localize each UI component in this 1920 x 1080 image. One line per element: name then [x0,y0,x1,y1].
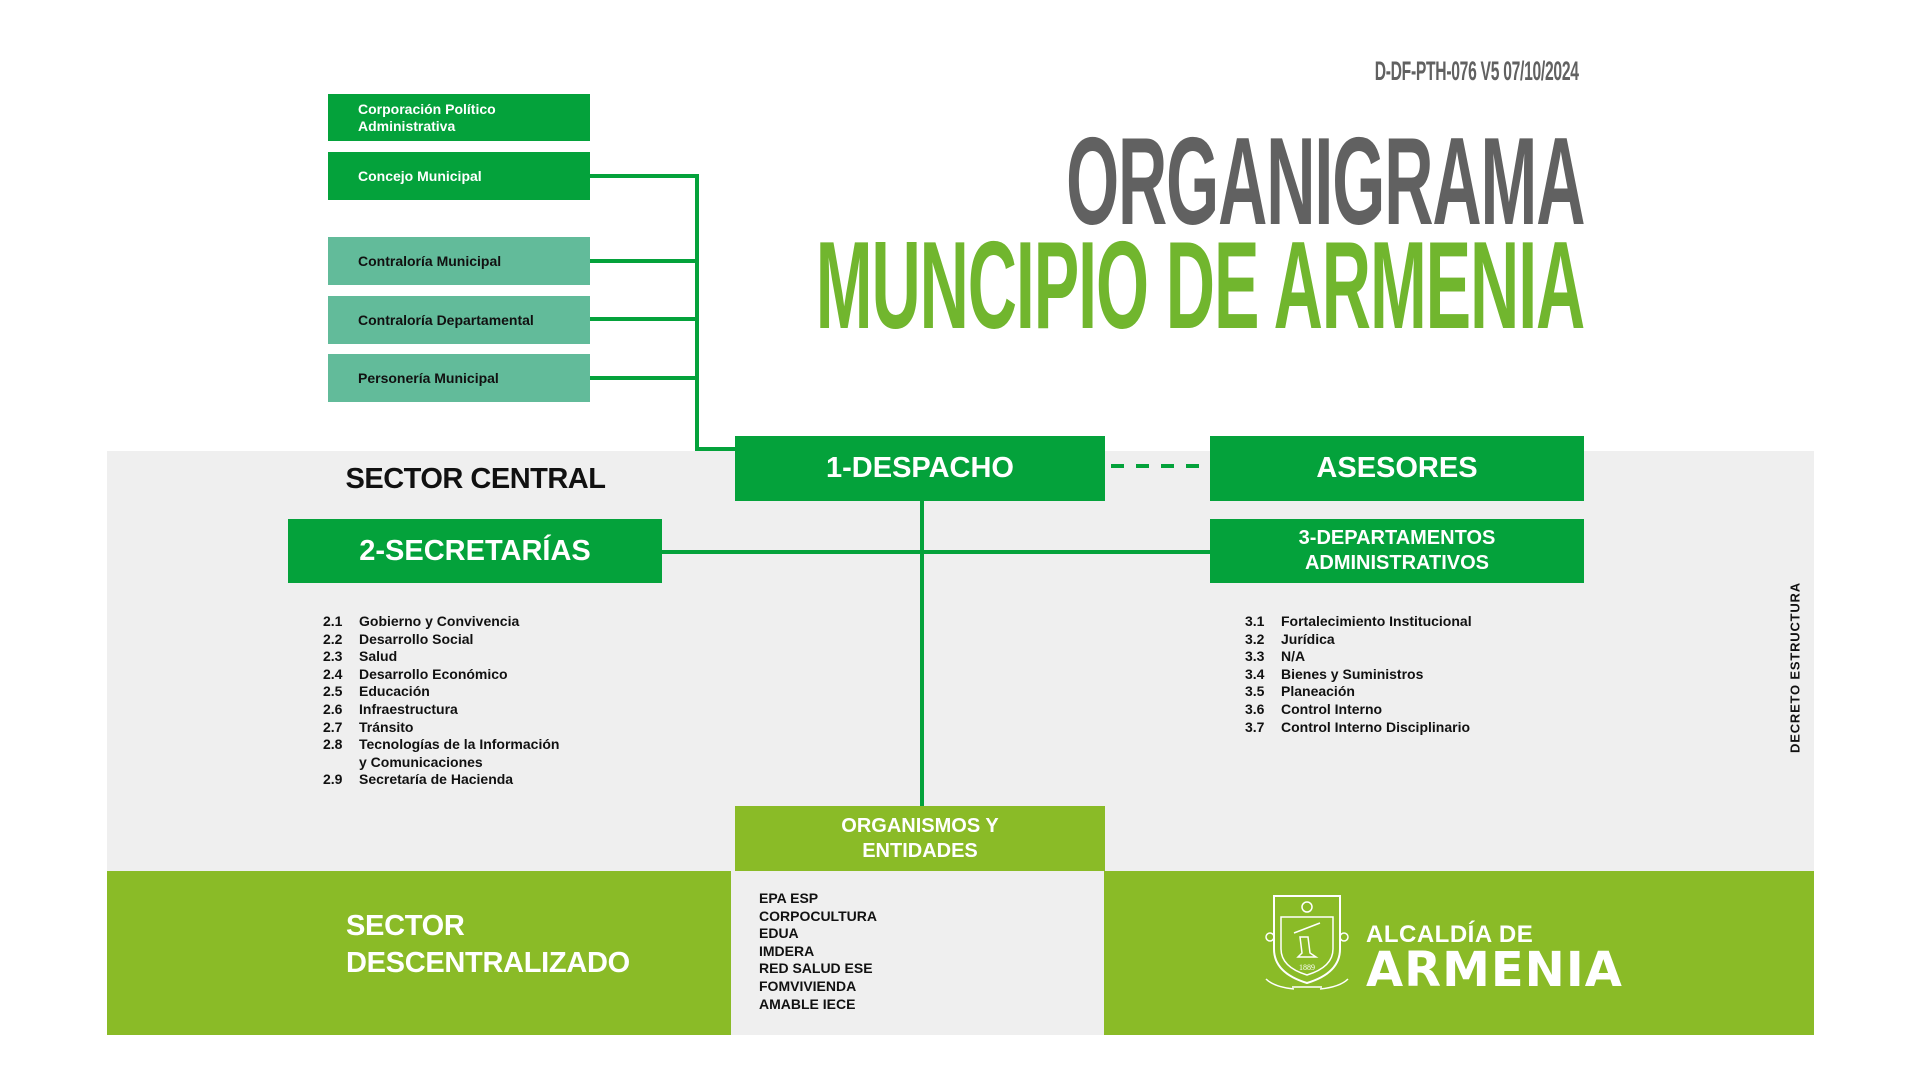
connector-to-despacho [695,447,735,451]
sector-descentralizado-panel [107,871,731,1035]
box-asesores[interactable]: ASESORES [1210,436,1584,501]
box-corporacion-politico-administrativa[interactable]: Corporación Político Administrativa [328,94,590,141]
sector-central-label: SECTOR CENTRAL [345,463,606,495]
list-item: IMDERA [759,942,815,959]
document-code: D-DF-PTH-076 V5 07/10/2024 [1375,56,1579,86]
sector-descentralizado-label: SECTOR DESCENTRALIZADO [346,910,630,979]
dashed-connector-asesores [1111,464,1201,468]
connector-contraloria-departamental [590,317,699,321]
connector-vertical-control [695,174,699,451]
box-organismos-entidades[interactable]: ORGANISMOS Y ENTIDADES [735,806,1105,871]
list-item: FOMVIVIENDA [759,977,857,994]
organismos-list: EPA ESP CORPOCULTURA EDUA IMDERA RED SAL… [759,890,1059,1013]
title-line-2: MUNCIPIO DE ARMENIA [815,217,1586,355]
box-concejo-municipal[interactable]: Concejo Municipal [328,152,590,200]
list-item: EDUA [759,925,799,942]
coat-of-arms-icon: 1889 [1264,893,1350,995]
title-line-1: ORGANIGRAMA [1065,113,1585,251]
logo-panel [1104,871,1814,1035]
connector-concejo [590,174,699,178]
box-contraloria-municipal[interactable]: Contraloría Municipal [328,237,590,285]
svg-text:1889: 1889 [1299,963,1315,972]
connector-personeria [590,376,699,380]
box-departamentos-administrativos[interactable]: 3-DEPARTAMENTOS ADMINISTRATIVOS [1210,519,1584,583]
logo-text: ALCALDÍA DE ARMENIA [1366,921,1623,998]
page-title: ORGANIGRAMA MUNCIPIO DE ARMENIA [816,113,1586,348]
box-despacho[interactable]: 1-DESPACHO [735,436,1105,501]
box-secretarias[interactable]: 2-SECRETARÍAS [288,519,662,583]
list-item: CORPOCULTURA [759,907,877,924]
connector-trunk [920,501,924,807]
organismos-list-panel [731,871,1104,1035]
box-personeria-municipal[interactable]: Personería Municipal [328,354,590,402]
list-item-continuation: y Comunicaciones [359,753,483,770]
list-item: AMABLE IECE [759,995,856,1012]
list-item: RED SALUD ESE [759,960,873,977]
list-item: EPA ESP [759,890,819,906]
box-contraloria-departamental[interactable]: Contraloría Departamental [328,296,590,344]
connector-contraloria-municipal [590,259,699,263]
connector-horizontal [662,550,1210,554]
